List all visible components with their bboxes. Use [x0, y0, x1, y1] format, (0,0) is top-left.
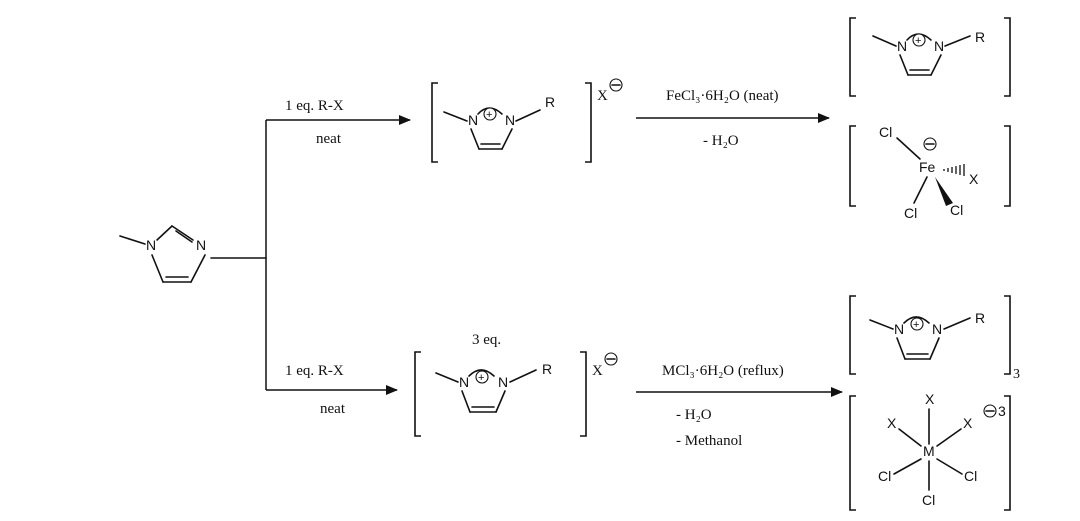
atom-r: R: [975, 310, 985, 326]
bottom-anion-label: X: [592, 363, 603, 379]
atom-r: R: [545, 94, 555, 110]
atom-x: X: [925, 391, 935, 407]
atom-n1: N: [146, 237, 156, 253]
bottom-equivalents-label: 3 eq.: [472, 332, 501, 348]
atom-fe: Fe: [919, 159, 936, 175]
atom-cl: Cl: [922, 492, 935, 508]
atom-cl: Cl: [964, 468, 977, 484]
plus-charge: +: [915, 35, 921, 47]
atom-n: N: [932, 321, 942, 337]
atom-cl: Cl: [950, 202, 963, 218]
top-product-iron-anion: Cl Fe X Cl Cl: [849, 124, 1011, 221]
atom-n: N: [897, 38, 907, 54]
atom-n: N: [894, 321, 904, 337]
atom-cl: Cl: [878, 468, 891, 484]
bottom-imidazolium-salt: N + N R X: [414, 351, 618, 437]
top-anion-label: X: [597, 88, 608, 104]
bottom-product-cation: 3 N + N R: [849, 295, 1020, 382]
bottom-product-metal-anion: X X X M Cl Cl Cl 3: [849, 391, 1011, 511]
top-condition-label: neat: [316, 131, 342, 147]
plus-charge: +: [486, 109, 492, 121]
atom-n: N: [934, 38, 944, 54]
atom-cl: Cl: [879, 124, 892, 140]
bottom-condition-label: neat: [320, 401, 346, 417]
atom-x: X: [887, 415, 897, 431]
plus-charge: +: [913, 319, 919, 331]
bottom-reagent-label: 1 eq. R-X: [285, 363, 344, 379]
top-step2-reagent: FeCl₃·6H₂O (neat): [666, 88, 779, 104]
atom-r: R: [975, 29, 985, 45]
atom-x: X: [963, 415, 973, 431]
atom-m: M: [923, 443, 935, 459]
methylimidazole-starting-material: N N: [119, 225, 267, 283]
top-step2-byproduct: - H₂O: [703, 133, 739, 149]
atom-n: N: [498, 374, 508, 390]
bottom-step2-byproduct-2: - Methanol: [676, 433, 742, 449]
branch-lines: [265, 115, 411, 395]
atom-r: R: [542, 361, 552, 377]
bottom-step2-reagent: MCl₃·6H₂O (reflux): [662, 363, 784, 379]
anion-charge-label: 3: [998, 403, 1006, 419]
top-imidazolium-salt: N + N R X: [431, 78, 623, 163]
atom-n: N: [468, 112, 478, 128]
atom-cl: Cl: [904, 205, 917, 221]
cation-count-subscript: 3: [1013, 367, 1020, 382]
plus-charge: +: [478, 372, 484, 384]
bottom-step2-byproduct-1: - H₂O: [676, 407, 712, 423]
atom-x: X: [969, 171, 979, 187]
atom-n: N: [459, 374, 469, 390]
top-product-cation: N + N R: [849, 17, 1011, 97]
atom-n3: N: [196, 237, 206, 253]
top-reagent-label: 1 eq. R-X: [285, 98, 344, 114]
atom-n: N: [505, 112, 515, 128]
